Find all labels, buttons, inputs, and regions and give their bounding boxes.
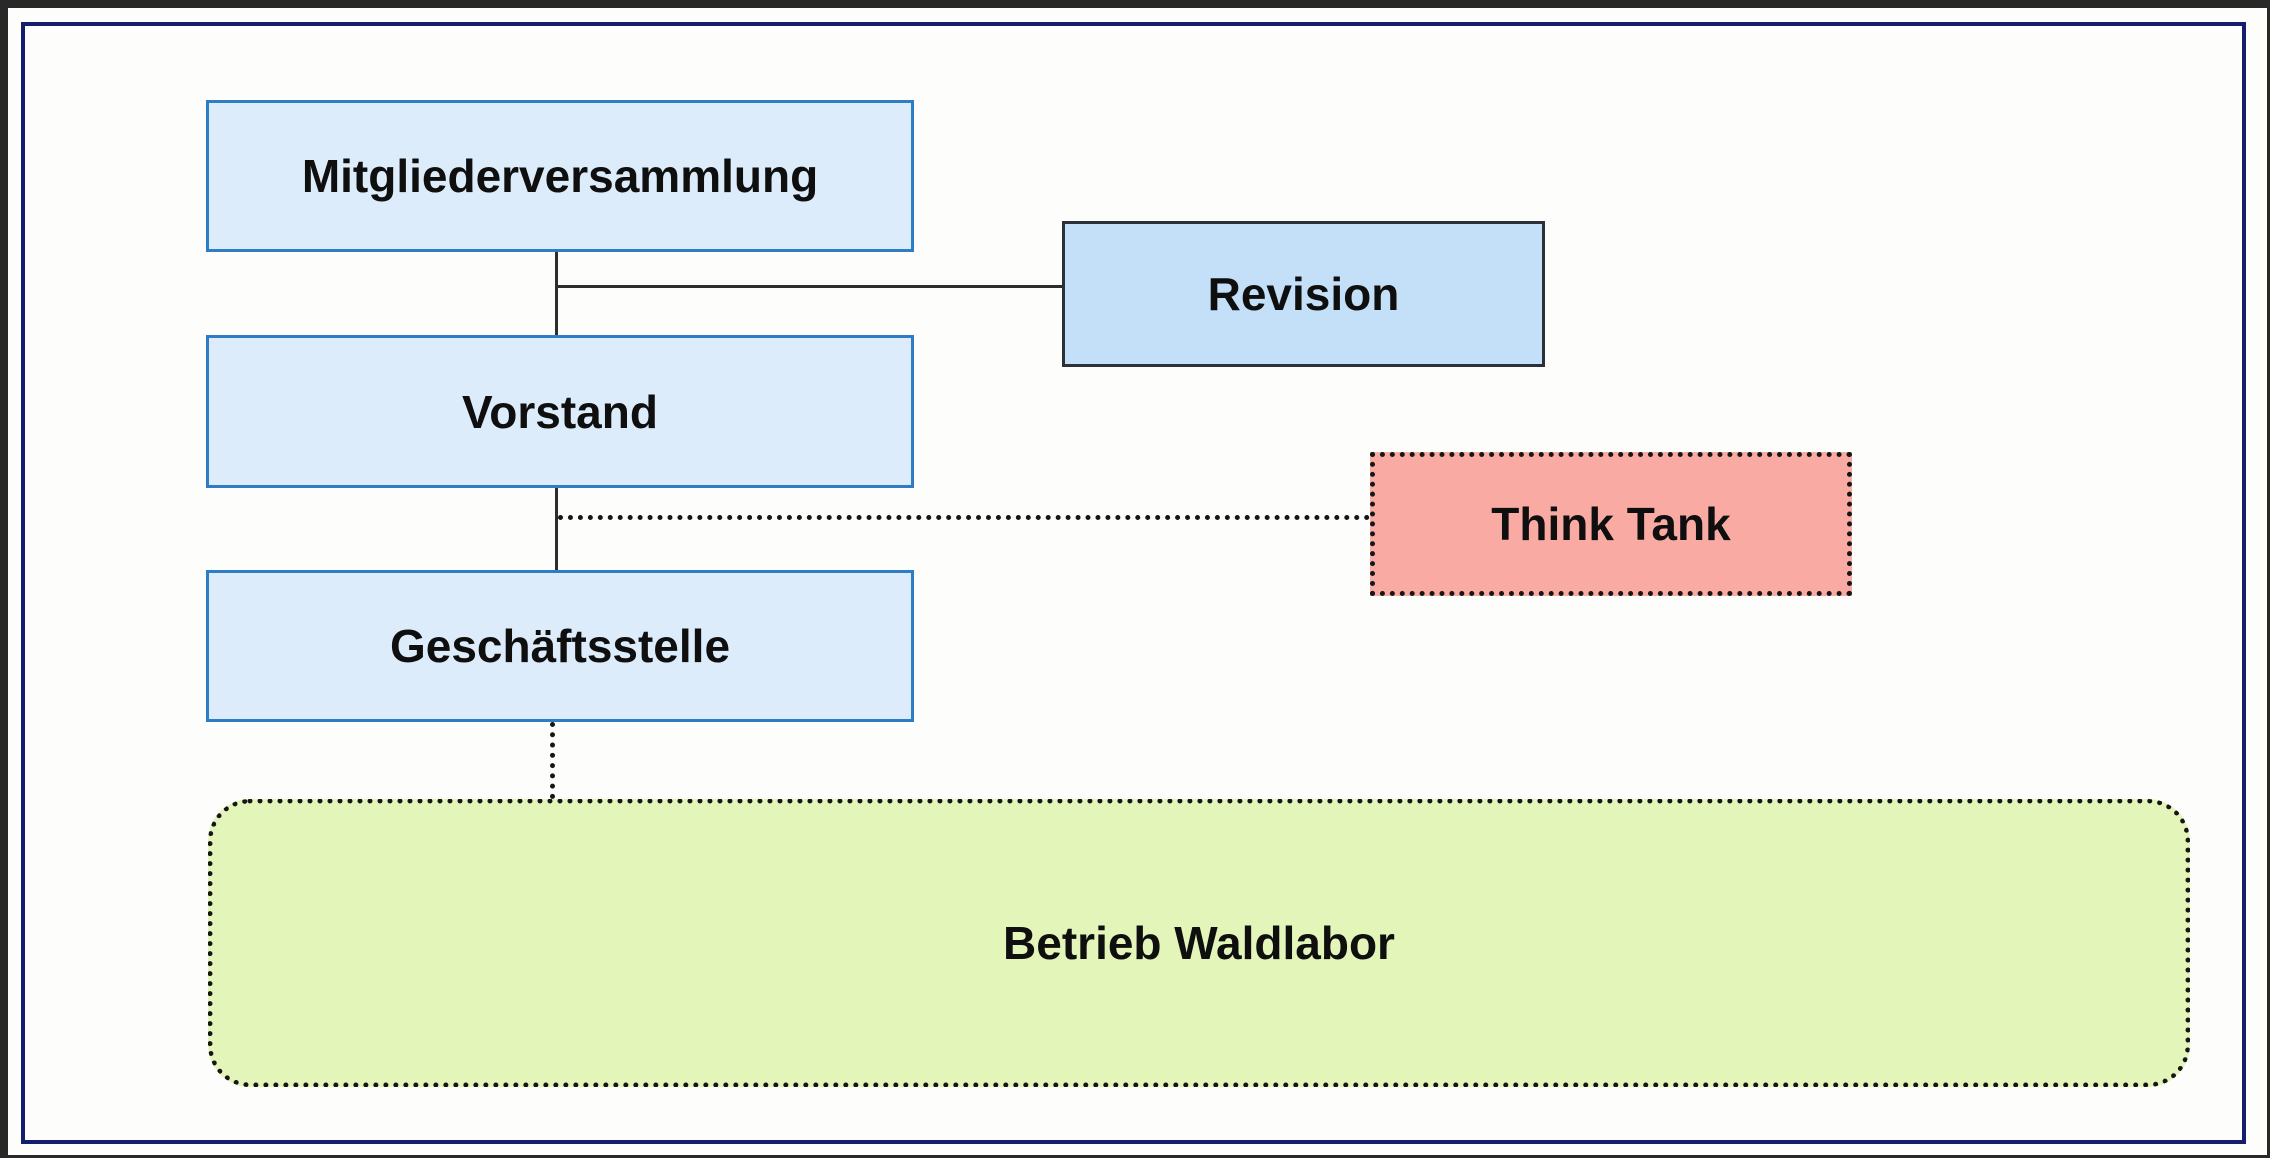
diagram-outer-border bbox=[21, 22, 2246, 1144]
node-mitgliederversammlung: Mitgliederversammlung bbox=[206, 100, 914, 252]
node-think-tank-label: Think Tank bbox=[1491, 498, 1731, 550]
connector-think-tank bbox=[558, 515, 1370, 520]
node-vorstand-label: Vorstand bbox=[462, 385, 658, 438]
connector-mitgliederversammlung-vorstand bbox=[555, 252, 558, 335]
node-geschaeftsstelle-label: Geschäftsstelle bbox=[389, 620, 731, 672]
node-betrieb-waldlabor: Betrieb Waldlabor bbox=[208, 799, 2190, 1087]
connector-vorstand-geschaeftsstelle bbox=[555, 488, 558, 570]
node-geschaeftsstelle: Geschäftsstelle bbox=[206, 570, 914, 722]
node-revision: Revision bbox=[1062, 221, 1545, 367]
node-betrieb-waldlabor-label: Betrieb Waldlabor bbox=[1003, 917, 1395, 969]
node-vorstand: Vorstand bbox=[206, 335, 914, 488]
connector-geschaeftsstelle-betrieb-waldlabor bbox=[550, 722, 555, 799]
node-revision-label: Revision bbox=[1207, 268, 1400, 320]
node-think-tank: Think Tank bbox=[1370, 452, 1852, 596]
connector-revision bbox=[555, 285, 1062, 288]
node-mitgliederversammlung-label: Mitgliederversammlung bbox=[301, 150, 819, 202]
